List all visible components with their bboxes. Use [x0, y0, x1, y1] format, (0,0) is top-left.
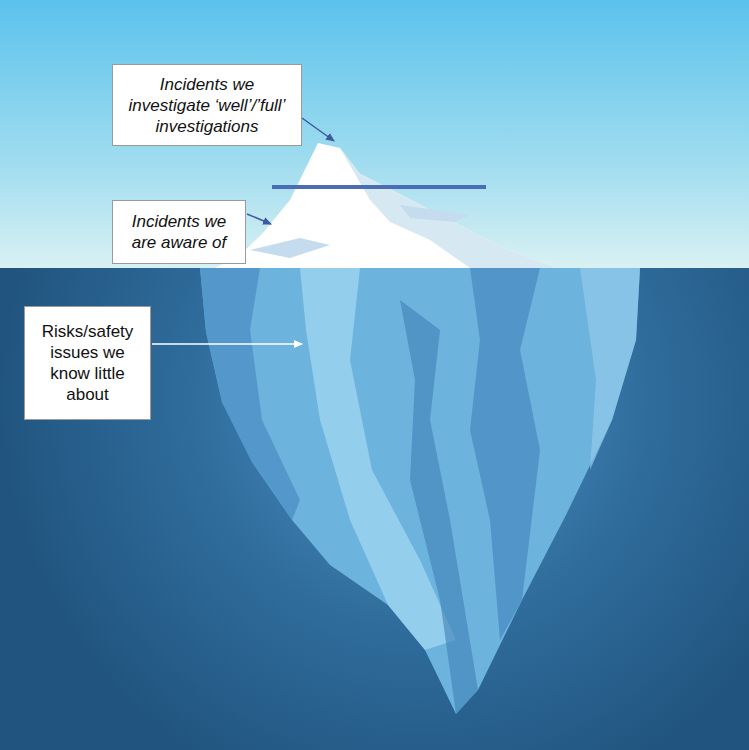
iceberg-tip	[215, 143, 556, 268]
iceberg-shade	[250, 238, 330, 258]
iceberg-facet	[580, 268, 640, 470]
iceberg-facet	[400, 300, 478, 714]
iceberg-underwater	[200, 268, 640, 714]
iceberg-shade	[340, 148, 556, 268]
leader-arrow	[247, 214, 271, 224]
leader-arrow	[302, 118, 334, 141]
label-box: Incidents we investigate ‘well’/’full’ i…	[112, 64, 302, 146]
label-text: Risks/safety issues we know little about	[31, 321, 144, 405]
label-box: Risks/safety issues we know little about	[24, 306, 151, 420]
label-stack: Incidents we investigate ‘well’/’full’ i…	[119, 74, 295, 137]
iceberg-shade	[400, 205, 470, 222]
sea	[0, 268, 749, 750]
iceberg-facet	[200, 268, 300, 520]
label-text: Incidents we investigate ‘well’/’full’ i…	[119, 74, 295, 137]
iceberg-facet	[470, 268, 540, 640]
label-box: Incidents we are aware of	[112, 200, 246, 264]
label-stack: Risks/safety issues we know little about	[31, 321, 144, 405]
label-text: Incidents we are aware of	[119, 211, 239, 253]
label-stack: Incidents we are aware of	[119, 211, 239, 253]
threshold-line	[272, 185, 486, 189]
leader-arrow	[152, 343, 302, 345]
sky	[0, 0, 749, 268]
